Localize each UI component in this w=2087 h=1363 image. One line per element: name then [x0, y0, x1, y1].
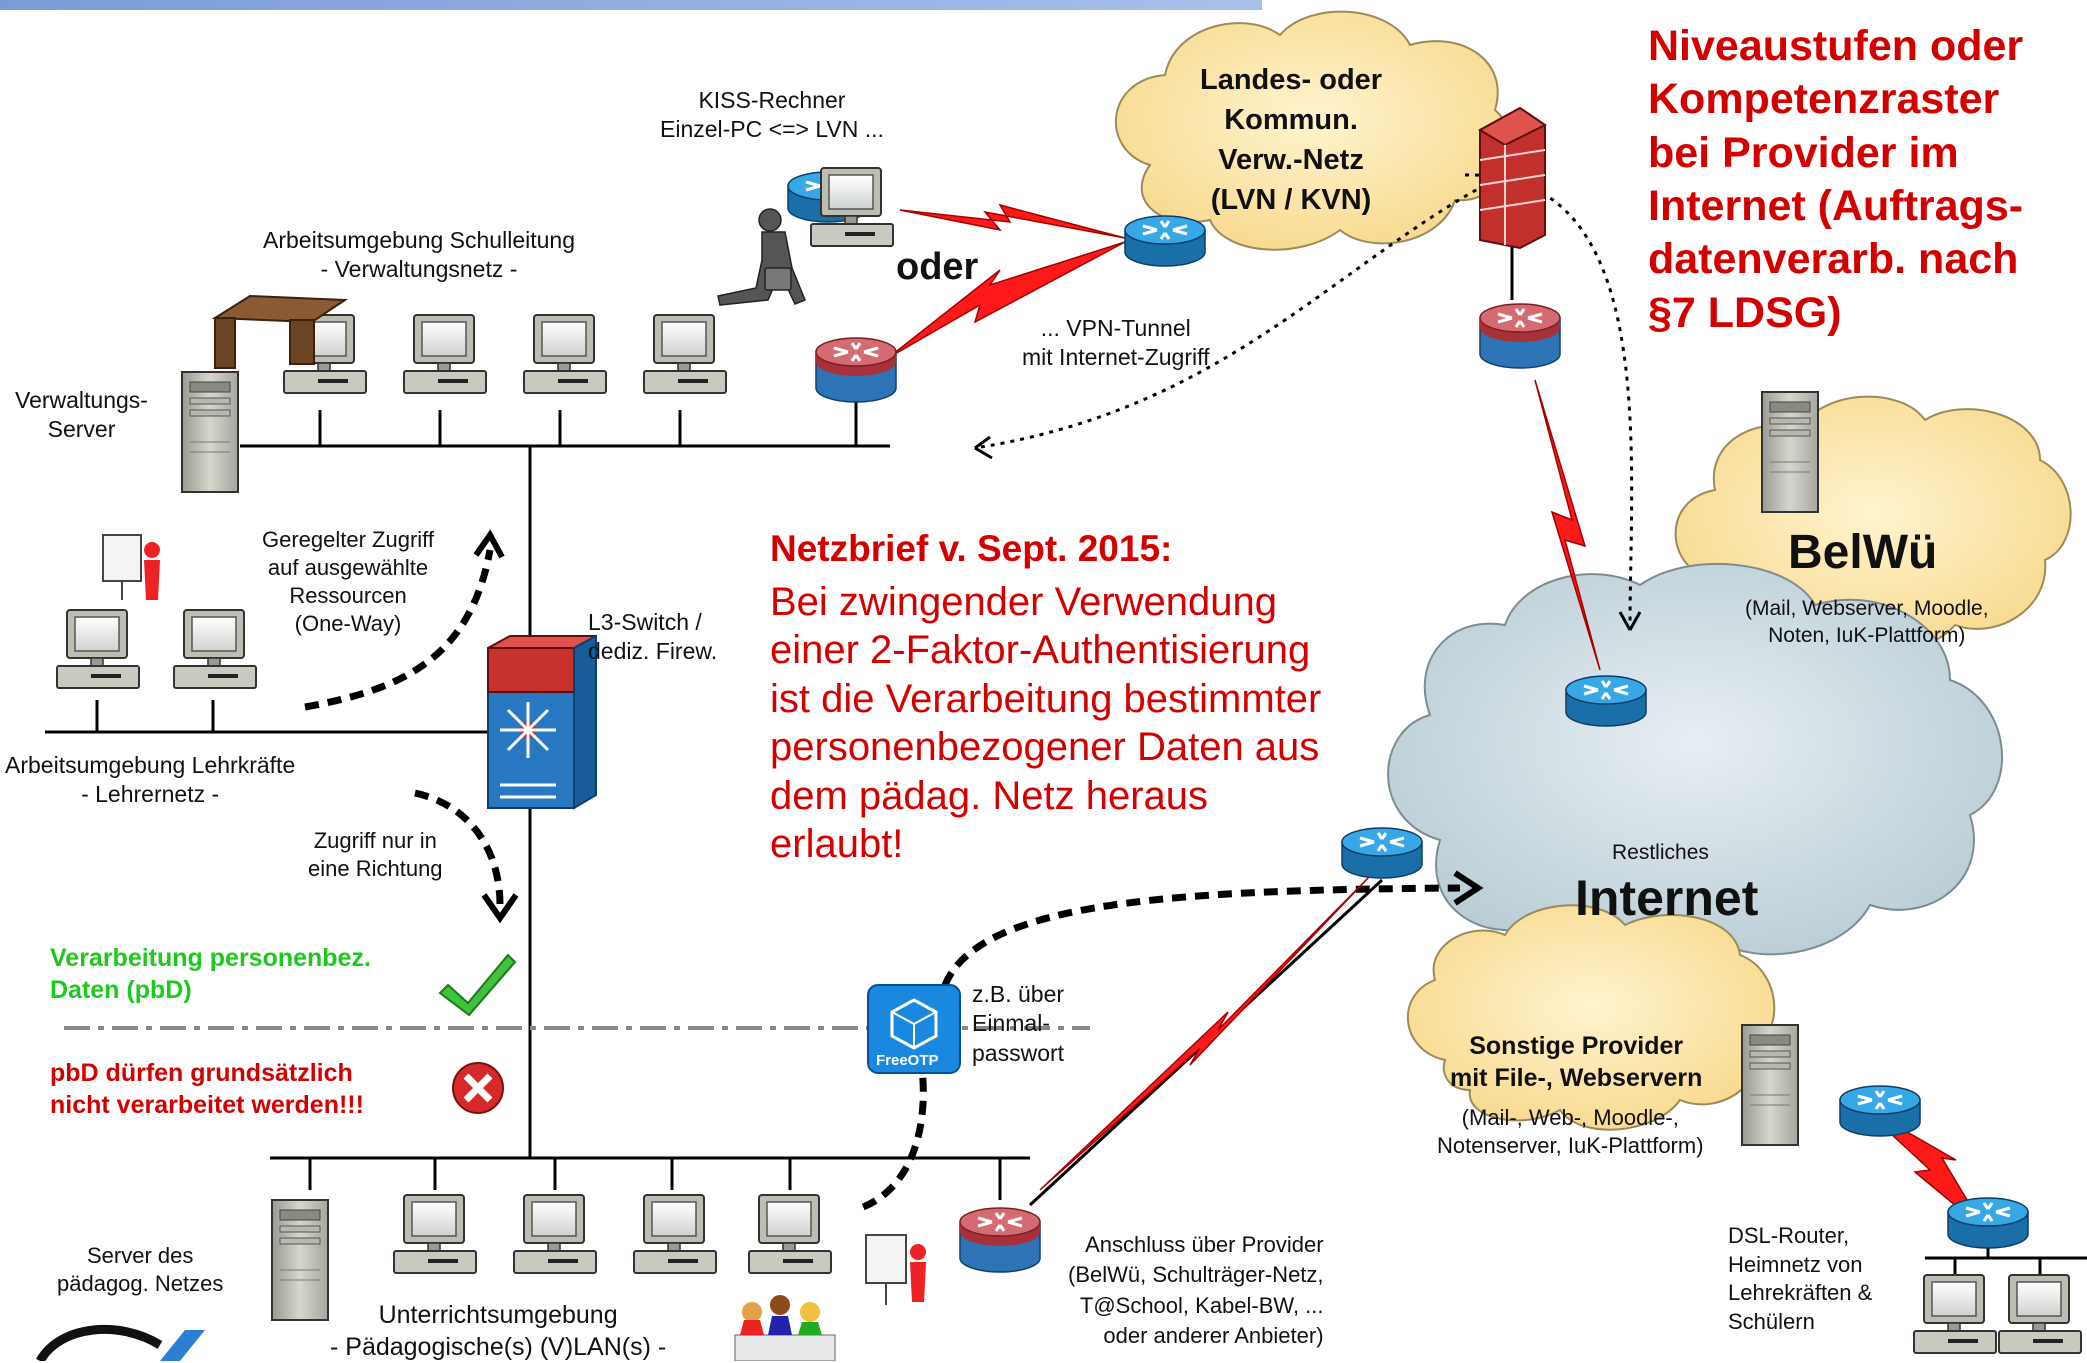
computer-icon [1998, 1274, 2082, 1354]
computer-icon [56, 609, 140, 689]
unterricht-label: Unterrichtsumgebung- Pädagogische(s) (V)… [330, 1301, 667, 1361]
router-icon [1478, 302, 1562, 370]
computer-icon [810, 167, 894, 247]
freeotp-icon [867, 984, 961, 1074]
pbd-ok-label: Verarbeitung personenbez.Daten (pbD) [50, 944, 371, 1004]
computer-icon [1913, 1274, 1997, 1354]
verwaltungsserver-label: Verwaltungs-Server [15, 387, 148, 443]
router-icon [1946, 1196, 2030, 1250]
router-icon [1564, 674, 1648, 728]
computer-icon [173, 609, 257, 689]
walking-person-icon [717, 208, 806, 306]
computer-icon [393, 1194, 477, 1274]
server-icon [181, 371, 239, 493]
computer-icon [403, 314, 487, 394]
computer-icon [633, 1194, 717, 1274]
netzbrief-title: Netzbrief v. Sept. 2015: [770, 528, 1173, 569]
error-icon [452, 1062, 504, 1114]
internet-title: Internet [1575, 870, 1759, 926]
oder-label: oder [896, 246, 979, 288]
schulleitung-label: Arbeitsumgebung Schulleitung- Verwaltung… [263, 227, 575, 283]
router-icon [1340, 826, 1424, 880]
restliches-label: Restliches [1612, 841, 1709, 864]
lightning-icon [1039, 875, 1371, 1191]
group-icon [734, 1295, 836, 1361]
lightning-icon [1534, 379, 1601, 671]
l3switch-label: L3-Switch /dediz. Firew. [588, 609, 718, 665]
computer-icon [523, 314, 607, 394]
router-icon [958, 1206, 1042, 1274]
switch-icon [487, 634, 597, 810]
cloud-sonstige [1406, 904, 1776, 1131]
cloud-lvn [1115, 10, 1513, 251]
router-icon [1123, 214, 1207, 268]
belwue-sub: (Mail, Webserver, Moodle,Noten, IuK-Plat… [1745, 597, 1989, 647]
computer-icon [748, 1194, 832, 1274]
server-icon [1741, 1024, 1799, 1146]
desk-icon [211, 294, 349, 369]
router-icon [814, 336, 898, 404]
firewall-icon [1477, 106, 1547, 250]
server-icon [271, 1199, 329, 1321]
freeotp-label: FreeOTP [876, 1052, 939, 1069]
presenter-icon [102, 534, 160, 600]
title-bar-strip [0, 0, 1262, 10]
anschluss-label: Anschluss über Provider(BelWü, Schulträg… [1068, 1232, 1324, 1349]
lightning-icon [899, 203, 1126, 239]
lehrkraefte-label: Arbeitsumgebung Lehrkräfte- Lehrernetz - [5, 752, 296, 808]
router-icon [1838, 1084, 1922, 1138]
belwue-title: BelWü [1788, 526, 1938, 579]
server-icon [1761, 391, 1819, 513]
computer-icon [643, 314, 727, 394]
computer-icon [513, 1194, 597, 1274]
checkmark-icon [438, 953, 517, 1017]
presenter-icon [865, 1234, 926, 1305]
logo-icon [36, 1325, 205, 1361]
sonstige-sub: (Mail-, Web-, Moodle-,Notenserver, IuK-P… [1437, 1105, 1704, 1159]
